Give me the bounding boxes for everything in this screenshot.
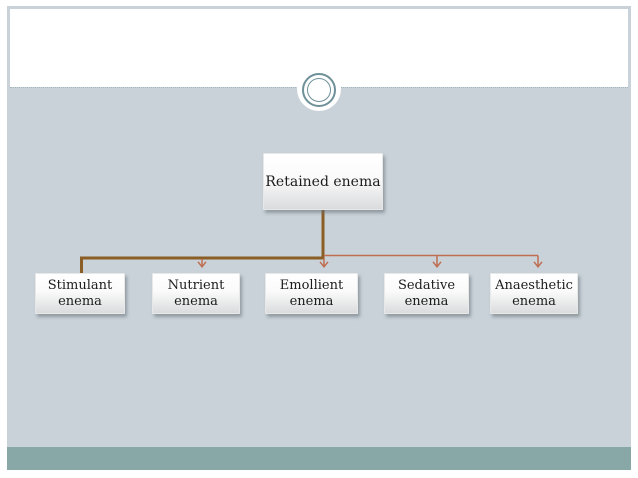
node-stimulant-enema: Stimulant enema xyxy=(35,273,125,314)
node-label-line1: Emollient xyxy=(279,277,344,293)
node-label-line2: enema xyxy=(58,293,102,309)
arrow-down-nutrient xyxy=(197,259,207,269)
node-label: Retained enema xyxy=(265,173,381,190)
connector-primary-elbow xyxy=(80,208,325,273)
arrow-down-emollient xyxy=(319,258,329,269)
circle-ornament-inner-ring xyxy=(307,78,331,102)
node-label-line2: enema xyxy=(174,293,218,309)
node-label-line2: enema xyxy=(512,293,556,309)
node-emollient-enema: Emollient enema xyxy=(265,273,358,314)
node-anaesthetic-enema: Anaesthetic enema xyxy=(490,273,578,314)
node-sedative-enema: Sedative enema xyxy=(384,273,469,314)
node-label-line1: Stimulant xyxy=(47,277,113,293)
node-label-line1: Anaesthetic xyxy=(495,277,573,293)
node-label-line1: Nutrient xyxy=(167,277,225,293)
node-nutrient-enema: Nutrient enema xyxy=(152,273,240,314)
footer-accent-band xyxy=(7,447,631,470)
arrow-down-anaesthetic xyxy=(533,255,543,269)
circle-ornament-icon xyxy=(302,73,336,107)
node-label-line2: enema xyxy=(289,293,334,309)
node-label-line2: enema xyxy=(404,293,449,309)
arrow-down-sedative xyxy=(432,256,442,269)
node-label-line1: Sedative xyxy=(397,277,456,293)
node-retained-enema: Retained enema xyxy=(263,153,383,210)
